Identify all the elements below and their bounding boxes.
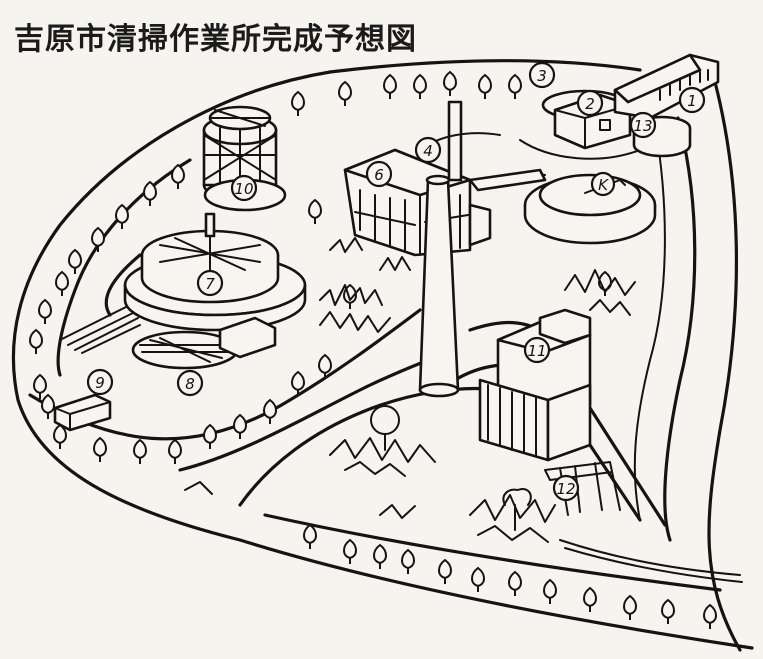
tree xyxy=(53,423,67,449)
marker-8: 8 xyxy=(176,369,204,397)
marker-label: 1 xyxy=(687,92,697,110)
tree xyxy=(33,373,47,399)
east-road-inner xyxy=(663,116,697,542)
marker-12: 12 xyxy=(552,474,580,502)
marker-4: 4 xyxy=(414,136,442,164)
marker-13: 13 xyxy=(629,111,657,139)
marker-9: 9 xyxy=(86,368,114,396)
site-boundary xyxy=(11,70,754,650)
marker-k: K xyxy=(590,171,616,197)
marker-11: 11 xyxy=(523,336,551,364)
tree xyxy=(543,578,557,604)
tree xyxy=(508,570,522,596)
tree xyxy=(291,90,305,116)
tree xyxy=(438,558,452,584)
tree xyxy=(343,538,357,564)
tree xyxy=(171,163,185,189)
tree xyxy=(133,438,147,464)
facility-incinerator xyxy=(478,308,592,462)
tree xyxy=(233,413,247,439)
marker-label: 2 xyxy=(585,95,595,113)
slope-hatch-west xyxy=(59,304,141,354)
facility-stack-4 xyxy=(419,100,501,182)
tree xyxy=(623,594,637,620)
tree-layer xyxy=(29,70,717,629)
tree xyxy=(291,370,305,396)
marker-label: 7 xyxy=(205,275,215,293)
page-title: 吉原市清掃作業所完成予想図 xyxy=(14,22,417,57)
slope-hatch-south xyxy=(559,539,743,583)
marker-2: 2 xyxy=(576,89,604,117)
marker-label: 9 xyxy=(95,374,105,392)
marker-label: 6 xyxy=(374,166,384,184)
tree xyxy=(168,438,182,464)
marker-3: 3 xyxy=(528,61,556,89)
tree xyxy=(508,73,522,99)
south-lawn-edge xyxy=(238,386,502,507)
tree xyxy=(91,226,105,252)
facility-office-building xyxy=(343,148,492,257)
facility-settling-tank xyxy=(494,172,657,245)
tree xyxy=(203,423,217,449)
tree xyxy=(471,566,485,592)
facility-clarifier xyxy=(131,316,277,370)
tree xyxy=(29,328,43,354)
central-road-right xyxy=(178,353,442,472)
east-road-mid xyxy=(633,124,666,521)
tree xyxy=(338,80,352,106)
tree xyxy=(55,270,69,296)
facility-receiving-building xyxy=(519,89,641,160)
marker-label: 10 xyxy=(234,180,253,198)
shrubs xyxy=(184,237,636,543)
tree xyxy=(373,543,387,569)
marker-label: 12 xyxy=(556,480,575,498)
tree xyxy=(383,73,397,99)
tree xyxy=(478,73,492,99)
tree xyxy=(41,393,55,419)
marker-label: 4 xyxy=(423,142,433,160)
tree xyxy=(661,598,675,624)
facility-chimney xyxy=(418,174,460,398)
facility-hut xyxy=(53,393,112,432)
tree xyxy=(443,70,457,96)
tree xyxy=(93,436,107,462)
marker-label: 3 xyxy=(537,67,547,85)
tree xyxy=(263,398,277,424)
marker-10: 10 xyxy=(230,174,258,202)
tree xyxy=(115,203,129,229)
tree xyxy=(318,353,332,379)
marker-label: 13 xyxy=(633,117,652,135)
tree xyxy=(413,73,427,99)
inner-road-2 xyxy=(104,253,142,317)
tree xyxy=(401,548,415,574)
tree xyxy=(583,586,597,612)
tree xyxy=(143,180,157,206)
walkway xyxy=(468,168,547,192)
south-road-inner xyxy=(263,513,722,592)
marker-label: K xyxy=(598,176,609,194)
marker-label: 8 xyxy=(185,375,195,393)
site-boundary-top xyxy=(328,59,642,74)
marker-1: 1 xyxy=(678,86,706,114)
facility-conveyor-hall xyxy=(613,53,720,120)
tree xyxy=(303,523,317,549)
marker-6: 6 xyxy=(365,160,393,188)
tree xyxy=(703,603,717,629)
tree xyxy=(68,248,82,274)
marker-label: 11 xyxy=(527,342,546,360)
marker-7: 7 xyxy=(196,269,224,297)
east-road-outer xyxy=(707,80,742,652)
tree xyxy=(308,198,322,224)
tree xyxy=(38,298,52,324)
